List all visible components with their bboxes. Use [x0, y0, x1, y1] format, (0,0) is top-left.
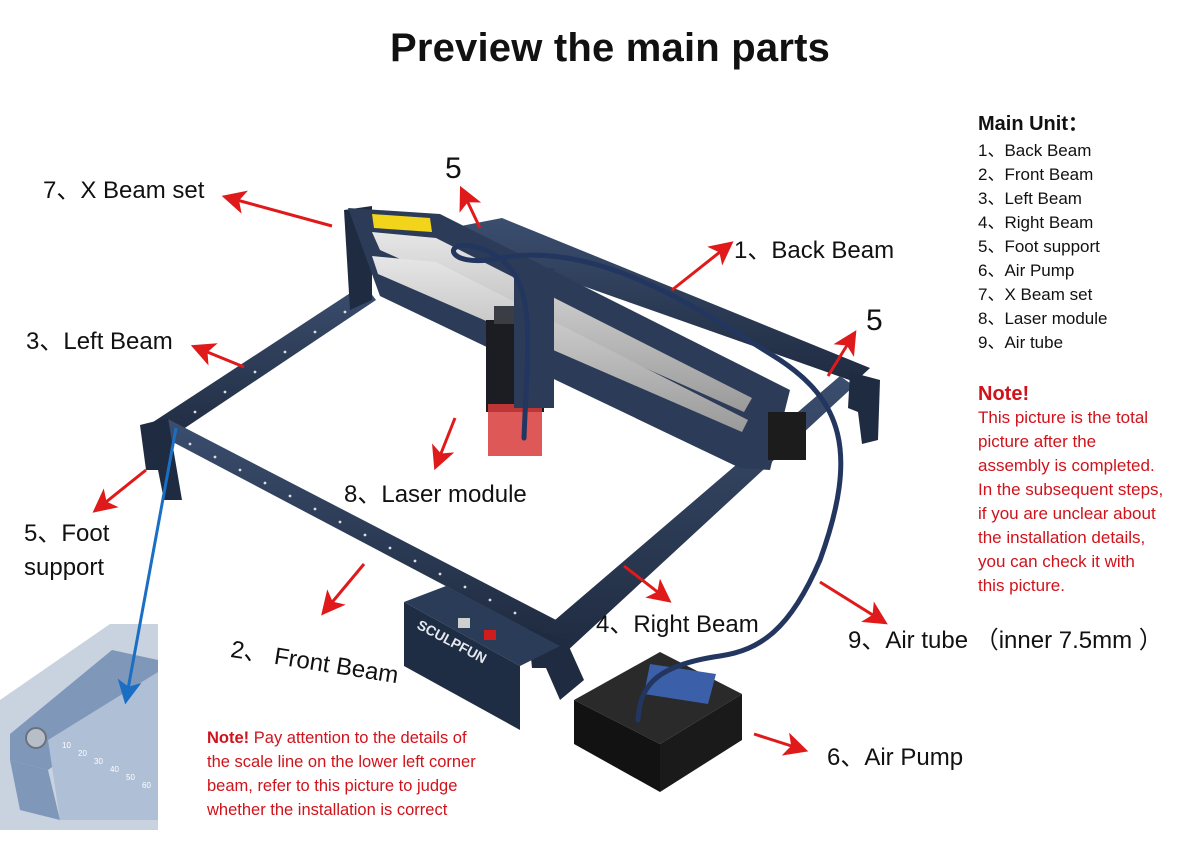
callout-arrows	[92, 185, 888, 756]
assembly-note-line: assembly is completed.	[978, 456, 1155, 475]
arrow-scale-detail	[117, 427, 178, 705]
ruler-ticks: 10 20 30 40 50 60	[62, 741, 151, 790]
main-unit-item: 6、Air Pump	[978, 261, 1075, 280]
callout-foot-support-line1: 5、Foot	[24, 520, 110, 547]
warning-label	[372, 214, 432, 232]
page-title: Preview the main parts	[389, 26, 831, 70]
arrow-right-beam	[623, 564, 672, 603]
scale-marks	[188, 310, 517, 615]
main-unit-item: 8、Laser module	[978, 309, 1108, 328]
callout-foot-support-line2: support	[24, 554, 105, 581]
main-unit-item: 1、Back Beam	[978, 141, 1092, 160]
scale-detail-inset: 10 20 30 40 50 60	[0, 624, 158, 830]
main-unit-item: 3、Left Beam	[978, 189, 1082, 208]
main-unit-item: 2、Front Beam	[978, 165, 1094, 184]
arrow-foot-left	[92, 468, 147, 513]
foot-front-left	[140, 418, 182, 500]
callout-foot-support: 5、Foot support	[24, 517, 109, 585]
air-tube-part	[450, 242, 844, 723]
arrow-foot-right	[826, 330, 857, 377]
arrow-laser	[432, 417, 457, 471]
callout-left-beam: 3、Left Beam	[26, 328, 173, 355]
assembly-note-line: this picture.	[978, 576, 1065, 595]
scale-note-heading: Note!	[207, 729, 250, 747]
main-unit-item: 4、Right Beam	[978, 213, 1094, 232]
assembly-note-line: This picture is the total	[978, 408, 1149, 427]
scale-note-line: beam, refer to this picture to judge	[207, 777, 458, 795]
callout-foot-top: 5	[445, 152, 462, 185]
ruler-tick-label: 50	[126, 773, 135, 782]
arrow-left-beam	[190, 343, 245, 369]
arrow-back-beam	[671, 241, 734, 292]
air-pump-part	[574, 652, 742, 792]
assembly-note-line: you can check it with	[978, 552, 1135, 571]
y-motor	[768, 412, 806, 460]
main-unit-heading: Main Unit：	[978, 113, 1088, 135]
foot-back-right	[848, 372, 880, 444]
main-unit-item: 9、Air tube	[978, 333, 1064, 352]
callout-x-beam: 7、X Beam set	[43, 177, 205, 204]
ruler-tick-label: 10	[62, 741, 71, 750]
callout-back-beam: 1、Back Beam	[734, 237, 895, 264]
machine-frame: SCULPFUN	[140, 206, 880, 792]
control-box: SCULPFUN	[404, 586, 560, 730]
main-unit-item: 5、Foot support	[978, 237, 1100, 256]
arrow-x-beam	[221, 190, 333, 228]
front-beam-part	[150, 418, 560, 640]
ruler-tick-label: 30	[94, 757, 103, 766]
scale-note: Note! Pay attention to the details of th…	[207, 726, 537, 822]
assembly-note-line: if you are unclear about	[978, 504, 1156, 523]
ruler-tick-label: 60	[142, 781, 151, 790]
x-beam-rail	[372, 232, 752, 412]
arrow-foot-top	[459, 185, 482, 229]
callout-right-beam: 4、Right Beam	[596, 611, 759, 638]
assembly-note-line: the installation details,	[978, 528, 1146, 547]
main-unit-list: Main Unit： 1、Back Beam 2、Front Beam 3、Le…	[978, 112, 1193, 355]
assembly-note-heading: Note!	[978, 383, 1030, 405]
arrow-air-pump	[753, 732, 809, 756]
scale-note-line: the scale line on the lower left corner	[207, 753, 476, 771]
back-beam-part	[430, 218, 870, 382]
callout-air-pump: 6、Air Pump	[827, 744, 964, 771]
assembly-note-line: picture after the	[978, 432, 1097, 451]
arrow-front-beam	[321, 563, 366, 616]
main-unit-item: 7、X Beam set	[978, 285, 1093, 304]
ruler-tick-label: 40	[110, 765, 119, 774]
assembly-note-line: In the subsequent steps,	[978, 480, 1164, 499]
scale-note-first-line: Pay attention to the details of	[249, 729, 467, 747]
assembly-note: Note! This picture is the total picture …	[978, 382, 1193, 598]
scale-note-line: whether the installation is correct	[207, 801, 448, 819]
callout-foot-right: 5	[866, 304, 883, 337]
x-beam-rail-2	[372, 256, 748, 432]
arrow-air-tube	[819, 580, 888, 625]
left-beam-part	[150, 284, 376, 442]
ruler-tick-label: 20	[78, 749, 87, 758]
callout-laser-module: 8、Laser module	[344, 481, 527, 508]
callout-air-tube: 9、Air tube （inner 7.5mm ）	[848, 627, 1163, 654]
